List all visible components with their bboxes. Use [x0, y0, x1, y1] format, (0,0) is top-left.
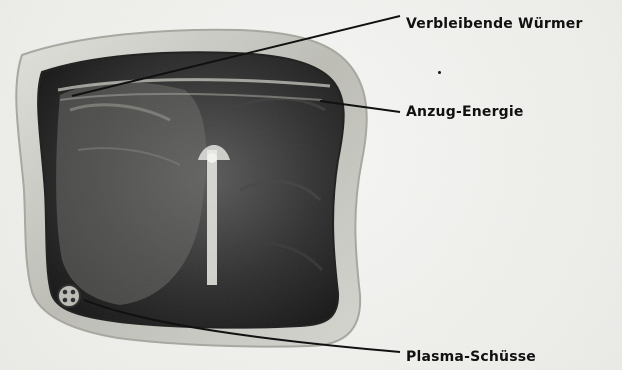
remaining-worms-label: Verbleibende Würmer [406, 16, 583, 32]
suit-energy-label: Anzug-Energie [406, 104, 524, 120]
tiny-dot [438, 71, 441, 74]
plasma-shots-label: Plasma-Schüsse [406, 349, 536, 365]
